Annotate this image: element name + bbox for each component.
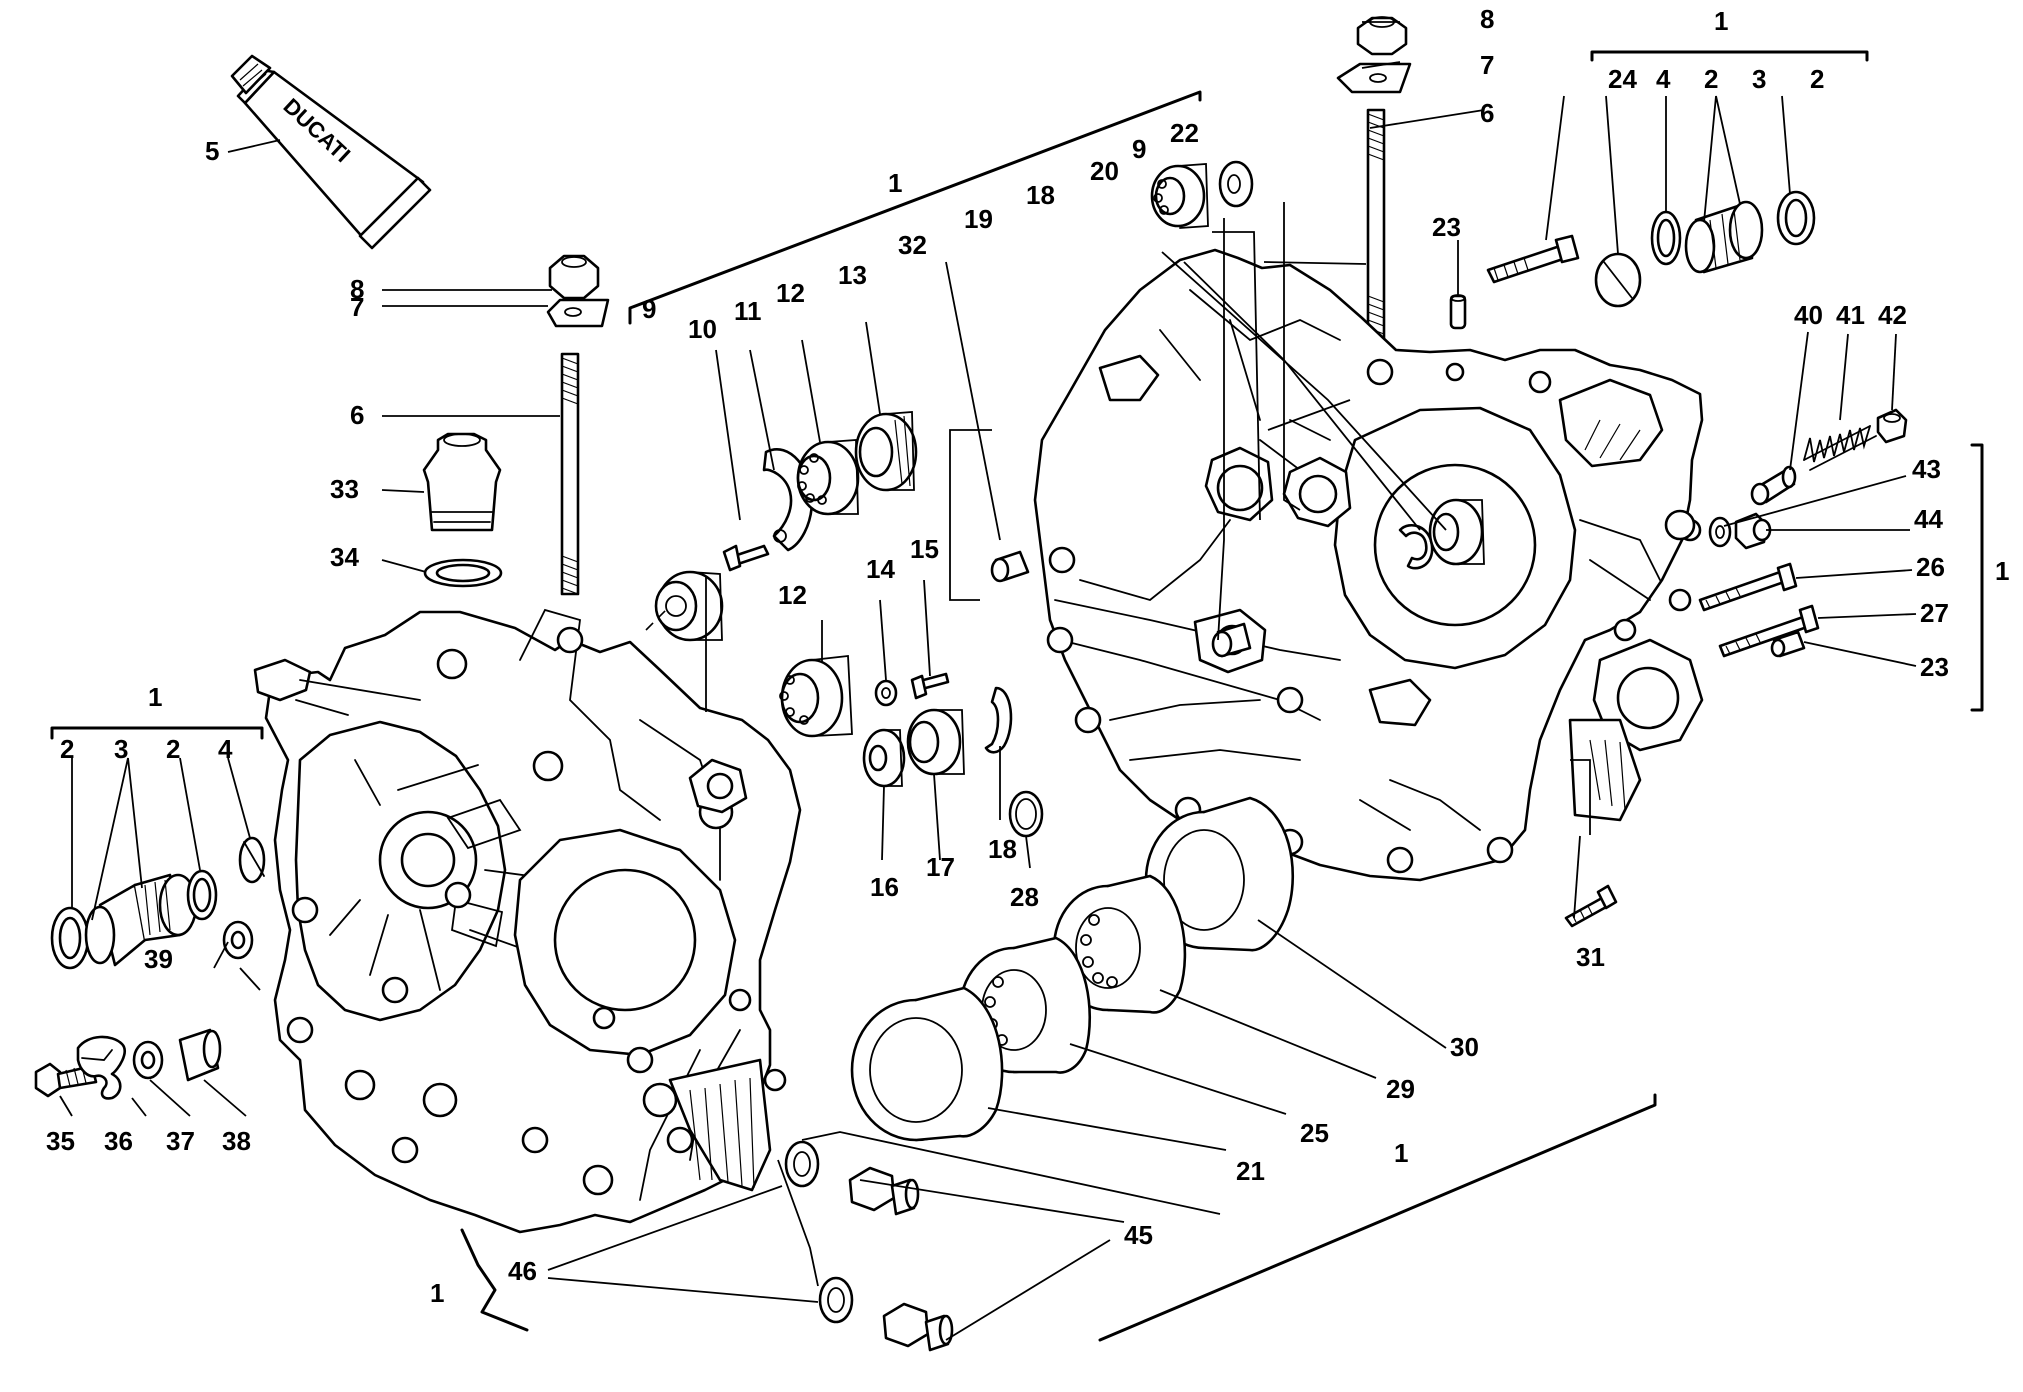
callout-3-left: 3 [114,734,128,764]
callout-9-left: 9 [642,294,656,324]
callout-44: 44 [1914,504,1943,534]
right-crankcase-half [1033,248,1704,882]
lower-bearings [850,796,1294,1142]
callout-40: 40 [1794,300,1823,330]
callout-18-lower: 18 [988,834,1017,864]
callout-25: 25 [1300,1118,1329,1148]
callout-39: 39 [144,944,173,974]
callout-21: 21 [1236,1156,1265,1186]
callout-12-upper: 12 [776,278,805,308]
callout-6-top: 6 [1480,98,1494,128]
stud-assembly-left [422,254,610,596]
callout-4-upper: 4 [1656,64,1671,94]
callout-7-left: 7 [350,292,364,322]
callout-2-left-b: 2 [166,734,180,764]
callout-41: 41 [1836,300,1865,330]
callout-5: 5 [205,136,219,166]
callout-2-left-a: 2 [60,734,74,764]
callout-12-lower: 12 [778,580,807,610]
callout-26: 26 [1916,552,1945,582]
callout-34: 34 [330,542,359,572]
stud-assembly-right [1336,16,1412,340]
callout-1-bottom-left: 1 [430,1278,444,1308]
callout-46: 46 [508,1256,537,1286]
callout-labels: 5 8 7 6 8 7 6 33 34 1 2 3 2 4 1 9 10 11 … [46,4,2009,1308]
callout-8-top: 8 [1480,4,1494,34]
callout-29: 29 [1386,1074,1415,1104]
callout-31: 31 [1576,942,1605,972]
callout-18-upper: 18 [1026,180,1055,210]
callout-3-upper: 3 [1752,64,1766,94]
callout-15: 15 [910,534,939,564]
callout-16: 16 [870,872,899,902]
callout-13: 13 [838,260,867,290]
callout-1-right: 1 [1995,556,2009,586]
callout-1-top: 1 [888,168,902,198]
callout-8-left: 8 [350,274,364,304]
left-small-parts [34,920,254,1100]
callout-42: 42 [1878,300,1907,330]
left-bearing-group [50,836,266,970]
callout-38: 38 [222,1126,251,1156]
callout-20: 20 [1090,156,1119,186]
callout-2-upper-b: 2 [1810,64,1824,94]
callout-37: 37 [166,1126,195,1156]
callout-14: 14 [866,554,895,584]
callout-35: 35 [46,1126,75,1156]
callout-1-left: 1 [148,682,162,712]
callout-17: 17 [926,852,955,882]
callout-6-left: 6 [350,400,364,430]
callout-43: 43 [1912,454,1941,484]
sensor-parts [784,1140,954,1352]
callout-45: 45 [1124,1220,1153,1250]
callout-24: 24 [1608,64,1637,94]
callout-22: 22 [1170,118,1199,148]
callout-30: 30 [1450,1032,1479,1062]
callout-23-upper: 23 [1432,212,1461,242]
callout-1-bottom: 1 [1394,1138,1408,1168]
callout-23-right: 23 [1920,652,1949,682]
callout-19: 19 [964,204,993,234]
leader-lines [59,21,1917,1341]
group-brackets [50,50,1984,1342]
callout-7-top: 7 [1480,50,1494,80]
callout-33: 33 [330,474,359,504]
callout-27: 27 [1920,598,1949,628]
callout-36: 36 [104,1126,133,1156]
callout-28: 28 [1010,882,1039,912]
callout-10: 10 [688,314,717,344]
callout-4-left: 4 [218,734,233,764]
callout-9-upper: 9 [1132,134,1146,164]
callout-11: 11 [734,296,762,326]
callout-2-upper-a: 2 [1704,64,1718,94]
sealant-tube: DUCATI [230,54,432,250]
left-crankcase-half [253,608,802,1234]
callout-1-right-top: 1 [1714,6,1728,36]
callout-32: 32 [898,230,927,260]
